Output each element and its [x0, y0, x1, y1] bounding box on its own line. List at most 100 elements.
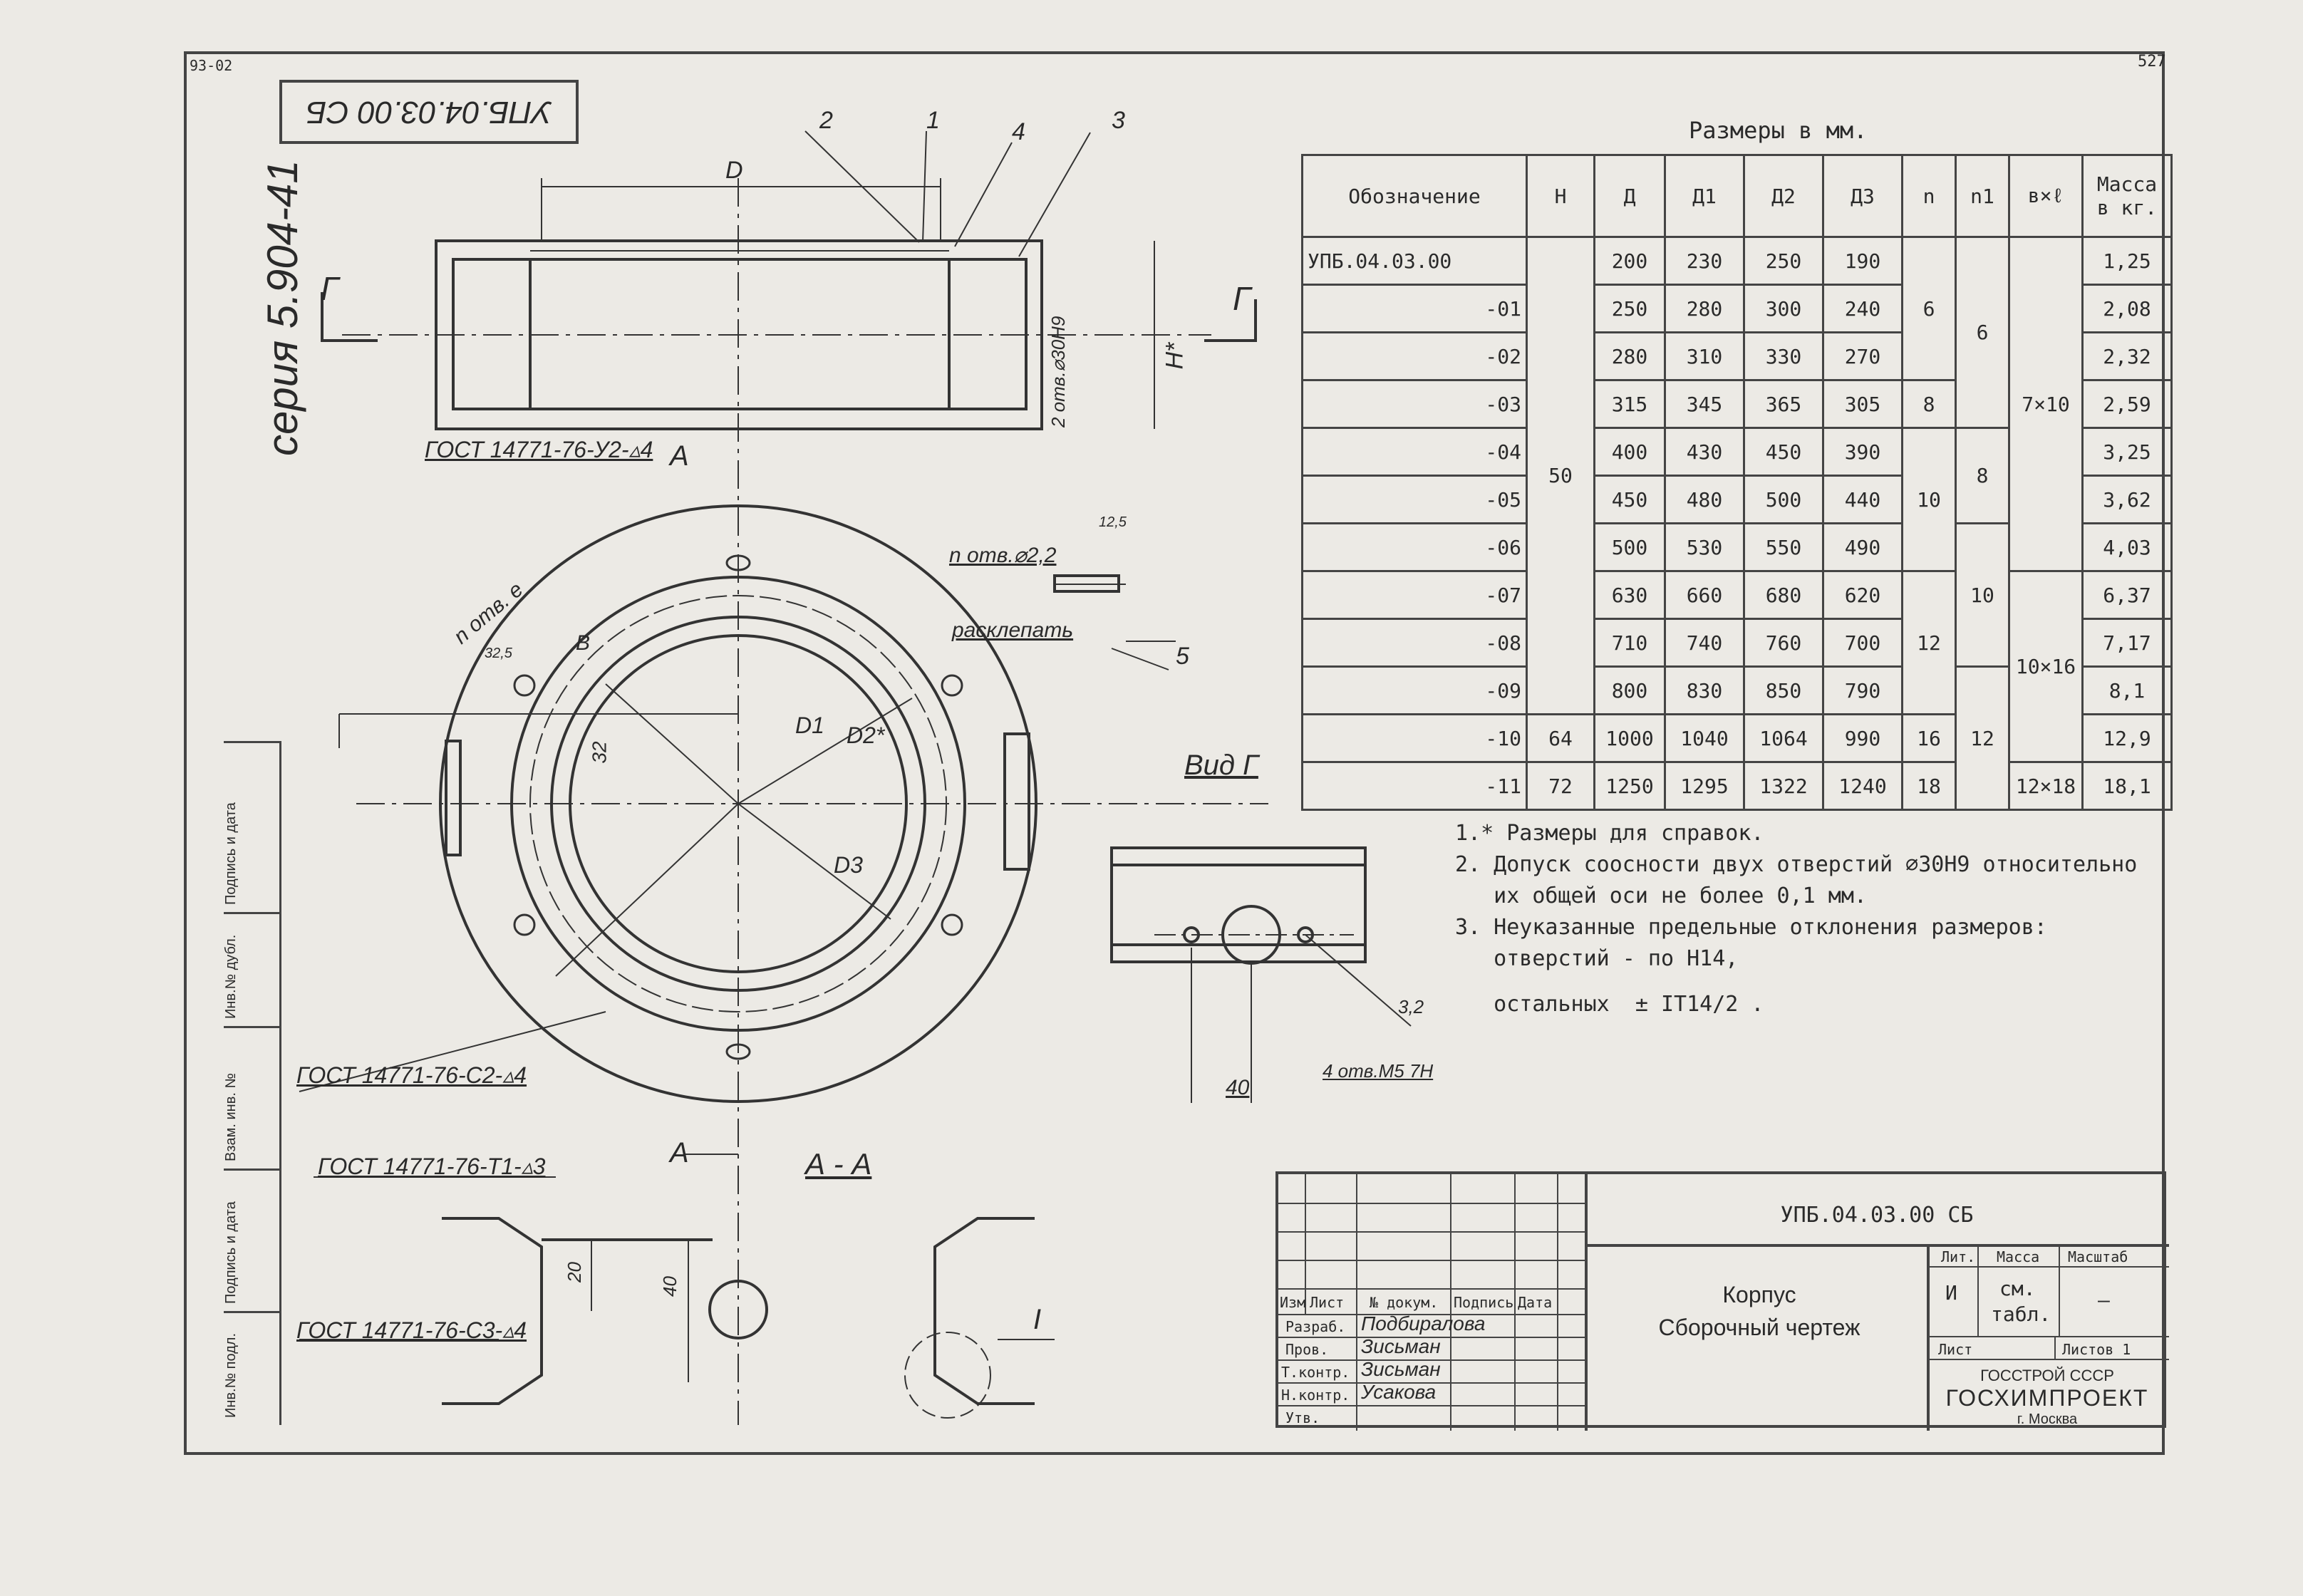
- org-line-3: г. Москва: [2017, 1411, 2078, 1427]
- callout-4: 4: [1012, 118, 1025, 145]
- tb-role-check: Пров.: [1285, 1341, 1329, 1358]
- pin-body: [1053, 574, 1120, 593]
- cell-designation: -07: [1301, 570, 1528, 620]
- section-dim-20-label: 20: [563, 1262, 585, 1282]
- tb-name-tcontrol: Зисьман: [1361, 1358, 1441, 1380]
- tb-role-dev: Разраб.: [1285, 1318, 1346, 1335]
- dim-d-label: D: [725, 157, 743, 184]
- dim-b-label: B: [576, 631, 591, 655]
- header-d: Д: [1593, 154, 1666, 238]
- cell-d1: 740: [1664, 618, 1745, 668]
- note-line: 3. Неуказанные предельные отклонения раз…: [1455, 915, 2047, 940]
- tb-sheet-label: Лист: [1938, 1341, 1973, 1358]
- tb-head-izm: Изм: [1280, 1294, 1306, 1311]
- org-line-2: ГОСХИМПРОЕКТ: [1945, 1385, 2149, 1411]
- cell-d: 450: [1593, 475, 1666, 524]
- cell-mass: 18,1: [2081, 761, 2173, 811]
- cell-d1: 480: [1664, 475, 1745, 524]
- tb-role-ncontrol: Н.контр.: [1281, 1387, 1350, 1404]
- cell-bxl: 7×10: [2008, 236, 2084, 572]
- dim-h-label: H*: [1161, 342, 1189, 370]
- side-cell-sign-date-1: Подпись и дата: [223, 741, 279, 912]
- title-block-name-line2: Сборочный чертеж: [1658, 1315, 1860, 1340]
- dim-40-label: 40: [1226, 1076, 1250, 1099]
- plan-view: [299, 504, 1268, 1155]
- tb-name-dev: Подбиралова: [1361, 1312, 1486, 1335]
- dim-d1-label: D1: [795, 712, 824, 738]
- weld-c3-label: ГОСТ 14771-76-С3-▵4: [296, 1317, 527, 1343]
- cell-n1: 10: [1955, 522, 2010, 668]
- cell-mass: 7,17: [2081, 618, 2173, 668]
- header-h: Н: [1526, 154, 1595, 238]
- hole-top: [725, 554, 751, 571]
- header-n1: n1: [1955, 154, 2010, 238]
- view-g-label: Вид Г: [1184, 750, 1258, 781]
- tb-row-line: [1278, 1382, 1586, 1384]
- tb-row-line: [1278, 1405, 1586, 1406]
- cell-n1: 8: [1955, 427, 2010, 524]
- cell-d1: 660: [1664, 570, 1745, 620]
- cell-mass: 2,59: [2081, 379, 2173, 429]
- note-line: отверстий - по Н14,: [1455, 946, 1739, 971]
- cell-mass: 1,25: [2081, 236, 2173, 286]
- tb-row-line: [1278, 1260, 1586, 1261]
- side-cell-replace: Взам. инв. №: [223, 1026, 279, 1168]
- tb-lit-value: И: [1945, 1281, 1957, 1305]
- title-block-name-line1: Корпус: [1722, 1282, 1796, 1307]
- cell-d: 250: [1593, 284, 1666, 333]
- section-g-left-label: Г: [321, 270, 339, 307]
- cell-d1: 530: [1664, 522, 1745, 572]
- cell-d: 200: [1593, 236, 1666, 286]
- note-line: остальных ± IT14/2 .: [1455, 992, 1764, 1017]
- title-block-lines: [1305, 1174, 2169, 1431]
- side-flange-tab: [1003, 732, 1030, 871]
- plan-holes: [513, 554, 963, 1060]
- cell-d2: 365: [1743, 379, 1824, 429]
- weld-c2-leader: [299, 1011, 606, 1092]
- cell-d3: 305: [1822, 379, 1903, 429]
- section-dim-40-label: 40: [658, 1276, 680, 1297]
- cell-designation: -10: [1301, 713, 1528, 763]
- cell-d1: 345: [1664, 379, 1745, 429]
- tb-head-list: Лист: [1310, 1294, 1345, 1311]
- cell-designation: -01: [1301, 284, 1528, 333]
- top-strip-label: 93-02: [190, 57, 233, 74]
- detail-i-circle: [904, 1332, 991, 1419]
- title-block-grid: [1278, 1174, 1586, 1431]
- title-block-code: УПБ.04.03.00 СБ: [1780, 1203, 1974, 1228]
- cell-d3: 240: [1822, 284, 1903, 333]
- cell-d2: 1064: [1743, 713, 1824, 763]
- title-block-name: Корпус Сборочный чертеж: [1592, 1278, 1927, 1344]
- cell-d3: 270: [1822, 331, 1903, 381]
- cell-d2: 500: [1743, 475, 1824, 524]
- tb-role-approve: Утв.: [1285, 1409, 1320, 1426]
- callout-leader-4: [954, 142, 1013, 247]
- section-aa-title: А - А: [805, 1147, 872, 1181]
- cell-designation: -04: [1301, 427, 1528, 477]
- note-line: их общей оси не более 0,1 мм.: [1455, 884, 1867, 908]
- org-line-1: ГОССТРОЙ СССР: [1980, 1367, 2114, 1384]
- plan-section-arrow-a-top: [338, 713, 738, 748]
- hole-lower-right: [941, 913, 963, 936]
- header-d2: Д2: [1743, 154, 1824, 238]
- cell-designation: -11: [1301, 761, 1528, 811]
- tb-row-line: [1278, 1288, 1586, 1290]
- tb-mass-value-1: см.: [1999, 1277, 2036, 1300]
- hole-dim-label: 12,5: [1099, 514, 1127, 530]
- cell-mass: 8,1: [2081, 665, 2173, 715]
- cell-d: 630: [1593, 570, 1666, 620]
- cell-d3: 700: [1822, 618, 1903, 668]
- table-header-row: Обозначение Н Д Д1 Д2 Д3 n n1 в×ℓ Масса …: [1301, 154, 2173, 238]
- cell-d1: 1295: [1664, 761, 1745, 811]
- cell-d3: 390: [1822, 427, 1903, 477]
- cell-n: 6: [1901, 236, 1957, 381]
- side-cell-dup: Инв.№ дубл.: [223, 912, 279, 1026]
- cell-d3: 490: [1822, 522, 1903, 572]
- radius-line-d3: [738, 803, 891, 920]
- top-section-view: [321, 130, 1257, 1425]
